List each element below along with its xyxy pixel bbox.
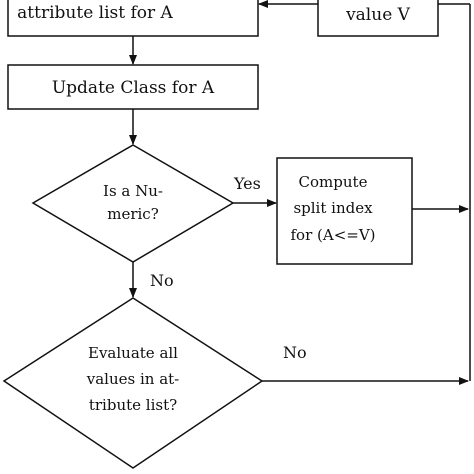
evaluate-line-3: tribute list? [89, 396, 177, 414]
evaluate-line-2: values in at- [86, 370, 179, 388]
numeric-line-1: Is a Nu- [103, 182, 163, 200]
update-class-label: Update Class for A [52, 78, 215, 98]
no-label-right: No [283, 343, 307, 362]
numeric-line-2: meric? [107, 205, 159, 223]
value-v-label: value V [345, 5, 411, 25]
evaluate-line-1: Evaluate all [88, 344, 178, 362]
numeric-decision: Is a Nu- meric? [31, 144, 235, 263]
attribute-list-label: attribute list for A [17, 3, 173, 23]
compute-line-1: Compute [299, 173, 368, 191]
update-class-box: Update Class for A [7, 64, 259, 110]
evaluate-decision: Evaluate all values in at- tribute list? [2, 297, 264, 469]
compute-line-3: for (A<=V) [290, 226, 375, 244]
value-v-box: value V [317, 0, 439, 37]
attribute-list-box: attribute list for A [7, 0, 259, 37]
yes-label: Yes [233, 174, 261, 193]
compute-line-2: split index [293, 199, 373, 217]
compute-split-box: Compute split index for (A<=V) [276, 157, 413, 265]
no-label-down: No [150, 271, 174, 290]
